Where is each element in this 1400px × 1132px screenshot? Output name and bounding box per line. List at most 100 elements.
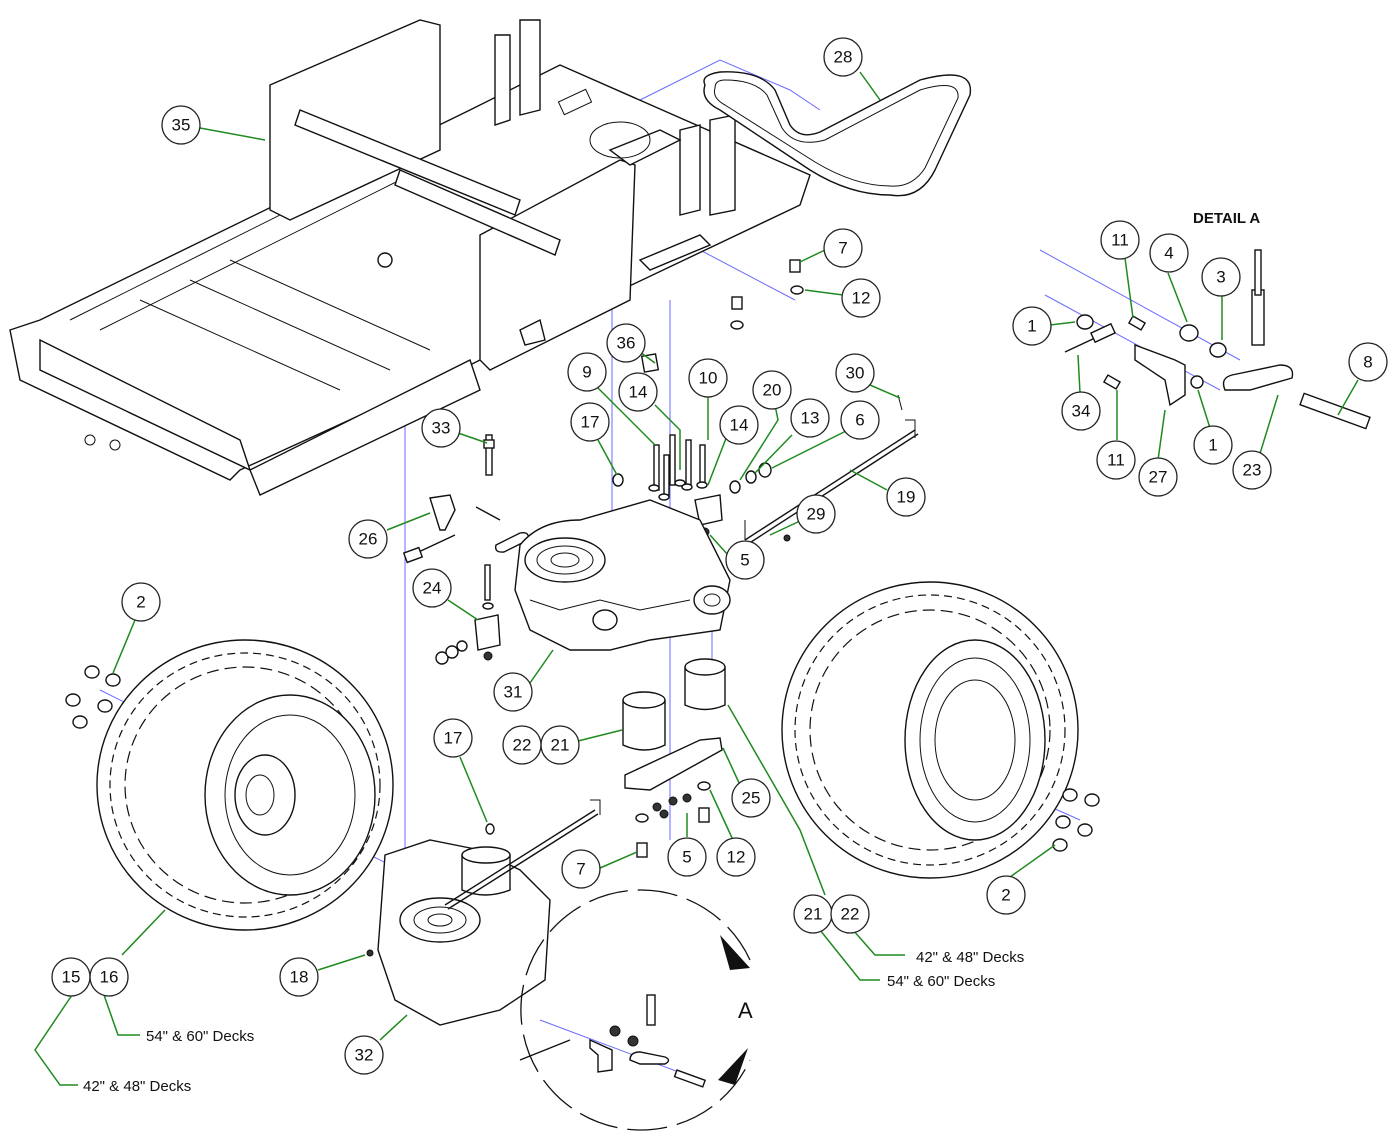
svg-text:12: 12 [852,289,871,308]
callout-12[interactable]: 12 [716,837,756,877]
view-letter: A [738,998,753,1023]
callout-21[interactable]: 21 [793,894,833,934]
svg-text:19: 19 [897,488,916,507]
wheel-lug-nuts-right [1052,788,1100,852]
svg-text:7: 7 [576,860,585,879]
callout-9[interactable]: 9 [567,352,607,392]
svg-text:16: 16 [100,968,119,987]
wheel-right [781,581,1079,879]
callout-15[interactable]: 15 [51,957,91,997]
callout-1[interactable]: 1 [1012,306,1052,346]
callouts: 35 28 7 12 36 9 14 10 14 20 13 6 30 17 3… [51,37,1388,1075]
callout-14[interactable]: 14 [719,405,759,445]
svg-text:11: 11 [1107,451,1125,470]
leader-lines [34,71,1359,1086]
callout-10[interactable]: 10 [688,358,728,398]
svg-text:15: 15 [62,968,81,987]
callout-12[interactable]: 12 [841,278,881,318]
callout-14[interactable]: 14 [618,372,658,412]
callout-13[interactable]: 13 [790,398,830,438]
svg-text:22: 22 [513,736,532,755]
callout-2[interactable]: 2 [121,582,161,622]
detail-a-parts [1064,249,1371,430]
callout-28[interactable]: 28 [823,37,863,77]
callout-1[interactable]: 1 [1193,425,1233,465]
callout-22[interactable]: 22 [502,725,542,765]
svg-text:3: 3 [1216,268,1225,287]
svg-text:20: 20 [763,381,782,400]
svg-text:13: 13 [801,409,820,428]
svg-text:27: 27 [1149,468,1168,487]
detail-a-view-marker: A [520,889,753,1131]
callout-7[interactable]: 7 [823,228,863,268]
callout-34[interactable]: 34 [1061,391,1101,431]
callout-18[interactable]: 18 [279,957,319,997]
callout-19[interactable]: 19 [886,477,926,517]
svg-text:4: 4 [1164,244,1173,263]
svg-text:2: 2 [1001,886,1010,905]
callout-35[interactable]: 35 [161,105,201,145]
svg-text:14: 14 [730,416,749,435]
svg-text:2: 2 [136,593,145,612]
callout-16[interactable]: 16 [89,957,129,997]
callout-26[interactable]: 26 [348,519,388,559]
svg-text:32: 32 [355,1046,374,1065]
callout-23[interactable]: 23 [1232,450,1272,490]
svg-text:5: 5 [682,848,691,867]
callout-21[interactable]: 21 [540,725,580,765]
callout-22[interactable]: 22 [830,894,870,934]
transaxle-right [514,499,731,651]
callout-25[interactable]: 25 [731,778,771,818]
transaxle-left [366,799,601,1026]
callout-2[interactable]: 2 [986,875,1026,915]
callout-3[interactable]: 3 [1201,257,1241,297]
callout-7[interactable]: 7 [561,849,601,889]
detail-a-mini-parts [519,994,707,1088]
callout-33[interactable]: 33 [421,408,461,448]
svg-text:17: 17 [444,729,463,748]
detail-a-title: DETAIL A [1193,210,1260,227]
callout-27[interactable]: 27 [1138,457,1178,497]
callout-5[interactable]: 5 [667,837,707,877]
callout-11[interactable]: 11 [1096,440,1136,480]
frame-hardware [640,259,804,373]
wheel-left [96,639,394,931]
note-bumpers-54-60: 54" & 60" Decks [887,973,995,990]
svg-text:9: 9 [582,363,591,382]
callout-30[interactable]: 30 [835,353,875,393]
note-wheels-42-48: 42" & 48" Decks [83,1078,191,1095]
callout-24[interactable]: 24 [412,568,452,608]
callout-17[interactable]: 17 [433,718,473,758]
svg-text:30: 30 [846,364,865,383]
callout-5[interactable]: 5 [725,540,765,580]
svg-text:18: 18 [290,968,309,987]
callout-6[interactable]: 6 [840,400,880,440]
svg-text:29: 29 [807,505,826,524]
svg-text:31: 31 [504,683,523,702]
note-bumpers-42-48: 42" & 48" Decks [916,949,1024,966]
svg-text:1: 1 [1027,317,1036,336]
svg-text:28: 28 [834,48,853,67]
svg-text:7: 7 [838,239,847,258]
transaxle-hardware [483,394,919,545]
callout-4[interactable]: 4 [1149,233,1189,273]
svg-text:33: 33 [432,419,451,438]
wheel-lug-nuts-left [65,665,121,729]
svg-text:35: 35 [172,116,191,135]
callout-36[interactable]: 36 [606,323,646,363]
svg-text:23: 23 [1243,461,1262,480]
svg-text:5: 5 [740,551,749,570]
svg-text:1: 1 [1208,436,1217,455]
svg-text:34: 34 [1072,402,1091,421]
callout-29[interactable]: 29 [796,494,836,534]
svg-text:24: 24 [423,579,442,598]
callout-31[interactable]: 31 [493,672,533,712]
callout-17[interactable]: 17 [570,402,610,442]
svg-text:6: 6 [855,411,864,430]
callout-11[interactable]: 11 [1100,220,1140,260]
svg-text:10: 10 [699,369,718,388]
callout-20[interactable]: 20 [752,370,792,410]
bumpers-and-bracket [622,658,726,858]
callout-32[interactable]: 32 [344,1035,384,1075]
callout-8[interactable]: 8 [1348,342,1388,382]
